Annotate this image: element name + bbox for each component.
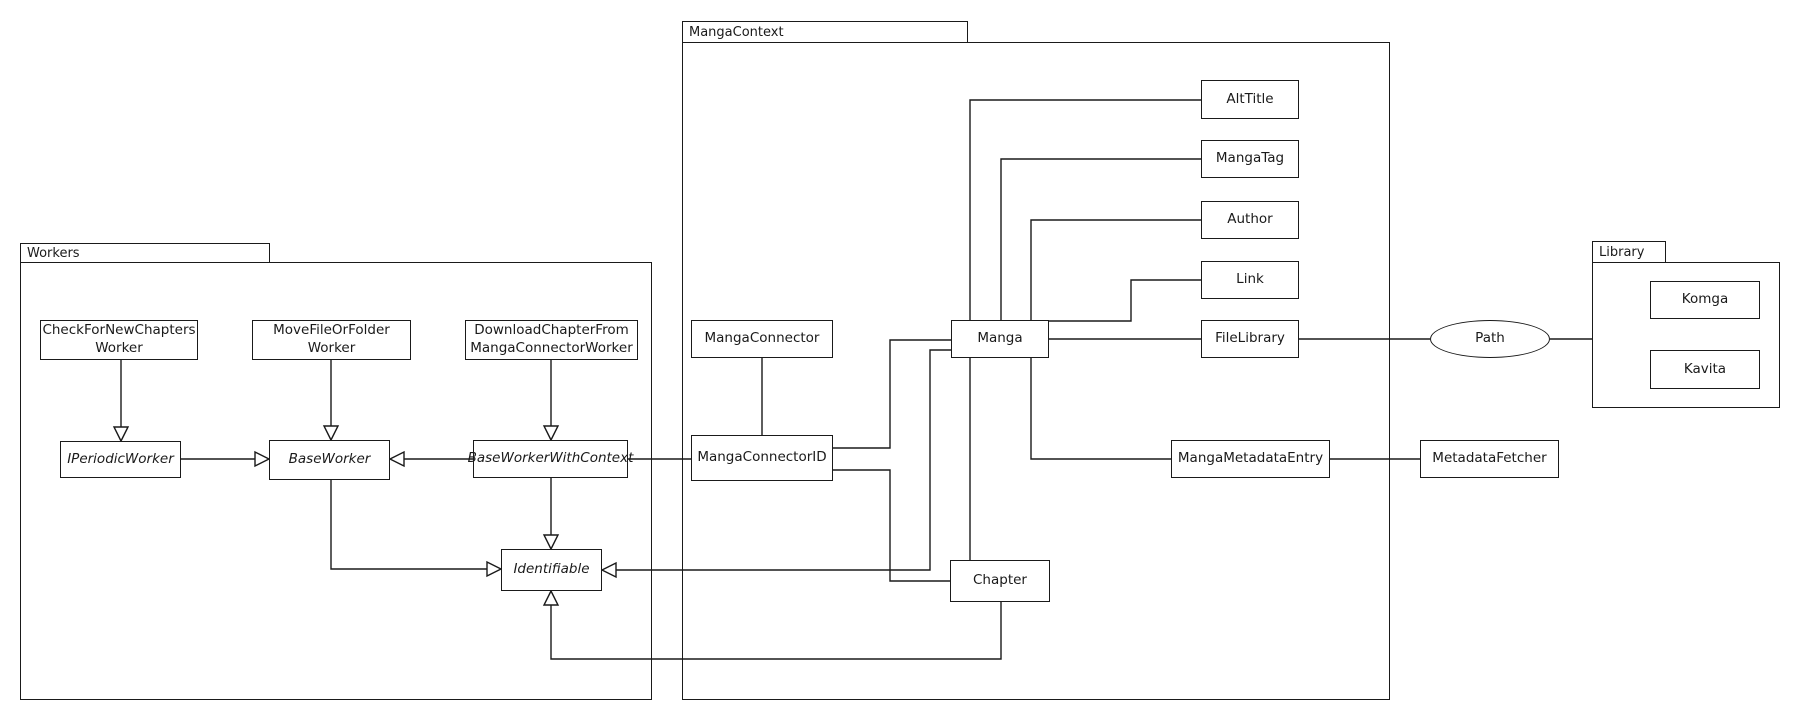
ellipse-path: Path [1430,320,1550,358]
class-chapter: Chapter [950,560,1050,602]
edge-downloadchapterworker-baseworkerwithcontext [542,360,560,442]
class-kavita: Kavita [1650,350,1760,389]
class-filelibrary: FileLibrary [1201,320,1299,358]
edge-movefileorfolderworker-baseworker [322,360,340,442]
class-mangaconnectorid: MangaConnectorID [691,435,833,481]
class-author: Author [1201,201,1299,239]
class-mangatag: MangaTag [1201,140,1299,178]
package-body-mangacontext [682,42,1390,700]
class-downloadchapterfrommangaconnectorworker: DownloadChapterFrom MangaConnectorWorker [465,320,638,360]
edge-manga-link [1049,279,1201,322]
edge-manga-mangametadataentry [1030,358,1171,460]
edge-baseworkerwithcontext-identifiable [542,478,560,551]
edge-baseworkerwithcontext-baseworker [388,450,473,468]
class-manga: Manga [951,320,1049,358]
class-metadatafetcher: MetadataFetcher [1420,440,1559,478]
package-tab-mangacontext: MangaContext [682,21,968,43]
interface-baseworker: BaseWorker [269,440,390,480]
edge-chapter-identifiable [542,589,1002,660]
class-alttitle: AltTitle [1201,80,1299,119]
class-mangaconnector: MangaConnector [691,320,833,358]
edge-manga-author [1030,219,1201,320]
edge-manga-mangatag [1000,158,1201,320]
package-tab-library: Library [1592,241,1666,263]
edge-baseworker-identifiable [330,480,503,578]
edge-mangaconnectorid-chapter [833,469,950,582]
interface-identifiable: Identifiable [501,549,602,591]
class-movefileorfolderworker: MoveFileOrFolder Worker [252,320,411,360]
interface-iperiodicworker: IPeriodicWorker [60,441,181,478]
package-tab-workers: Workers [20,243,270,263]
edge-mangaconnectorid-manga [833,339,951,449]
edge-manga-alttitle [969,99,1201,320]
package-body-workers [20,262,652,700]
class-link: Link [1201,261,1299,299]
interface-baseworkerwithcontext: BaseWorkerWithContext [468,440,633,478]
class-mangametadataentry: MangaMetadataEntry [1171,440,1330,478]
edge-iperiodicworker-baseworker [181,450,271,468]
package-body-library [1592,262,1780,408]
class-checkfornewchaptersworker: CheckForNewChapters Worker [40,320,198,360]
class-komga: Komga [1650,281,1760,319]
edge-manga-identifiable [600,349,951,579]
edge-checkfornewchaptersworker-iperiodicworker [112,360,130,443]
